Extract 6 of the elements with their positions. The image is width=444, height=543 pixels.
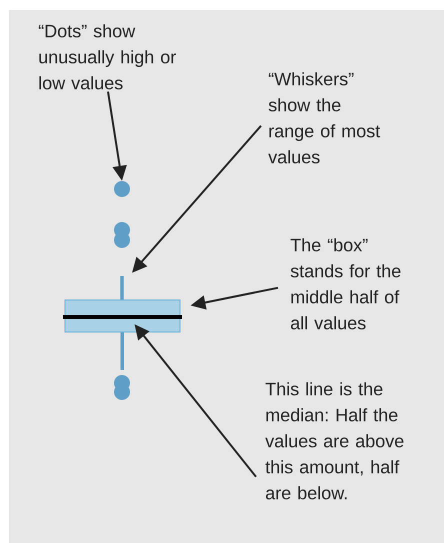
dot	[114, 232, 130, 248]
annotation-text: “Whiskers” show the range of most values	[268, 72, 380, 164]
annotation-text: “Dots” show unusually high or low values	[38, 24, 176, 90]
dot	[114, 181, 130, 197]
annotation-text: The “box” stands for the middle half of all values	[290, 238, 400, 330]
annotation-text: This line is the median: Half the values are above this amount, half are below.	[265, 382, 404, 500]
